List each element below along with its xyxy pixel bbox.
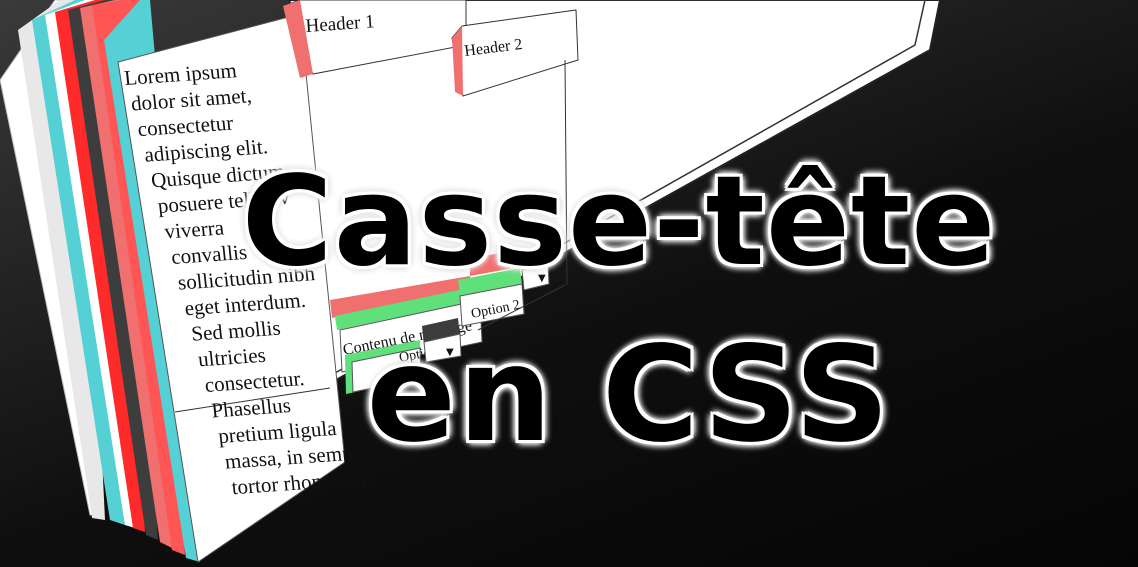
option2-box[interactable] [459, 283, 525, 327]
sidebar-line: viverra [163, 215, 226, 243]
layer-white-mid [45, 0, 135, 528]
sidebar-card [117, 13, 346, 563]
content-bar-green [335, 286, 480, 330]
sidebar-line: convallis [170, 240, 248, 269]
sidebar-line: Phasellus [210, 393, 292, 422]
content-frame-bottom [477, 284, 566, 331]
header1-side [283, 0, 313, 78]
layer-dark [68, 0, 158, 540]
content-accent-salmon [330, 276, 472, 318]
sidebar-line: ultricies [197, 343, 267, 372]
header2-label: Header 2 [463, 36, 523, 60]
chevron-down-icon: ▼ [446, 347, 454, 358]
option1-box[interactable] [351, 347, 422, 393]
layer-red [55, 0, 145, 532]
sidebar-divider [174, 387, 331, 413]
title-line-2: en CSS [366, 318, 892, 472]
content-accent-salmon-2 [470, 246, 546, 276]
header2-side [452, 26, 463, 96]
select-option1[interactable] [423, 333, 462, 363]
title-line-1: Casse-tête [241, 150, 997, 294]
option2-accent [458, 268, 522, 296]
content-frame-edge [564, 59, 568, 286]
select-small[interactable] [521, 261, 550, 291]
header1-label: Header 1 [305, 11, 375, 37]
layer-salmon-2 [92, 0, 185, 555]
layer-salmon [80, 0, 172, 548]
chevron-down-icon: ▼ [538, 273, 546, 284]
